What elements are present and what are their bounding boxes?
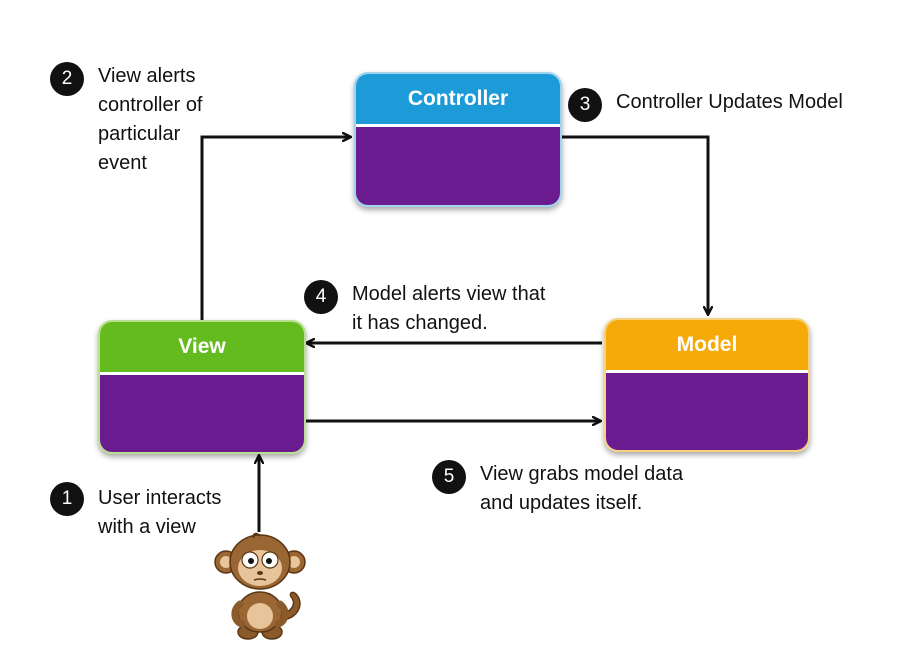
step-5-text: View grabs model data and updates itself… bbox=[480, 463, 684, 514]
monkey-icon bbox=[214, 532, 306, 640]
step-4: 4 Model alerts view that it has changed. bbox=[304, 280, 545, 338]
model-box: Model bbox=[604, 318, 810, 452]
model-label: Model bbox=[606, 320, 808, 373]
step-4-text: Model alerts view that it has changed. bbox=[352, 283, 546, 334]
arrow-view-to-controller bbox=[200, 137, 350, 320]
controller-body bbox=[356, 127, 560, 205]
arrow-controller-to-model bbox=[560, 135, 708, 314]
step-1: 1 User interacts with a view bbox=[50, 482, 221, 542]
step-3: 3 Controller Updates Model bbox=[568, 88, 843, 122]
controller-label: Controller bbox=[356, 74, 560, 127]
step-3-text: Controller Updates Model bbox=[616, 91, 843, 113]
step-2-badge: 2 bbox=[50, 62, 84, 96]
controller-box: Controller bbox=[354, 72, 562, 207]
step-4-badge: 4 bbox=[304, 280, 338, 314]
model-body bbox=[606, 373, 808, 450]
step-5: 5 View grabs model data and updates itse… bbox=[432, 460, 683, 518]
step-1-text: User interacts with a view bbox=[98, 487, 222, 538]
step-2: 2 View alerts controller of particular e… bbox=[50, 62, 203, 178]
view-label: View bbox=[100, 322, 304, 375]
step-1-badge: 1 bbox=[50, 482, 84, 516]
step-5-badge: 5 bbox=[432, 460, 466, 494]
step-3-badge: 3 bbox=[568, 88, 602, 122]
step-2-text: View alerts controller of particular eve… bbox=[98, 65, 203, 174]
view-body bbox=[100, 375, 304, 452]
view-box: View bbox=[98, 320, 306, 454]
